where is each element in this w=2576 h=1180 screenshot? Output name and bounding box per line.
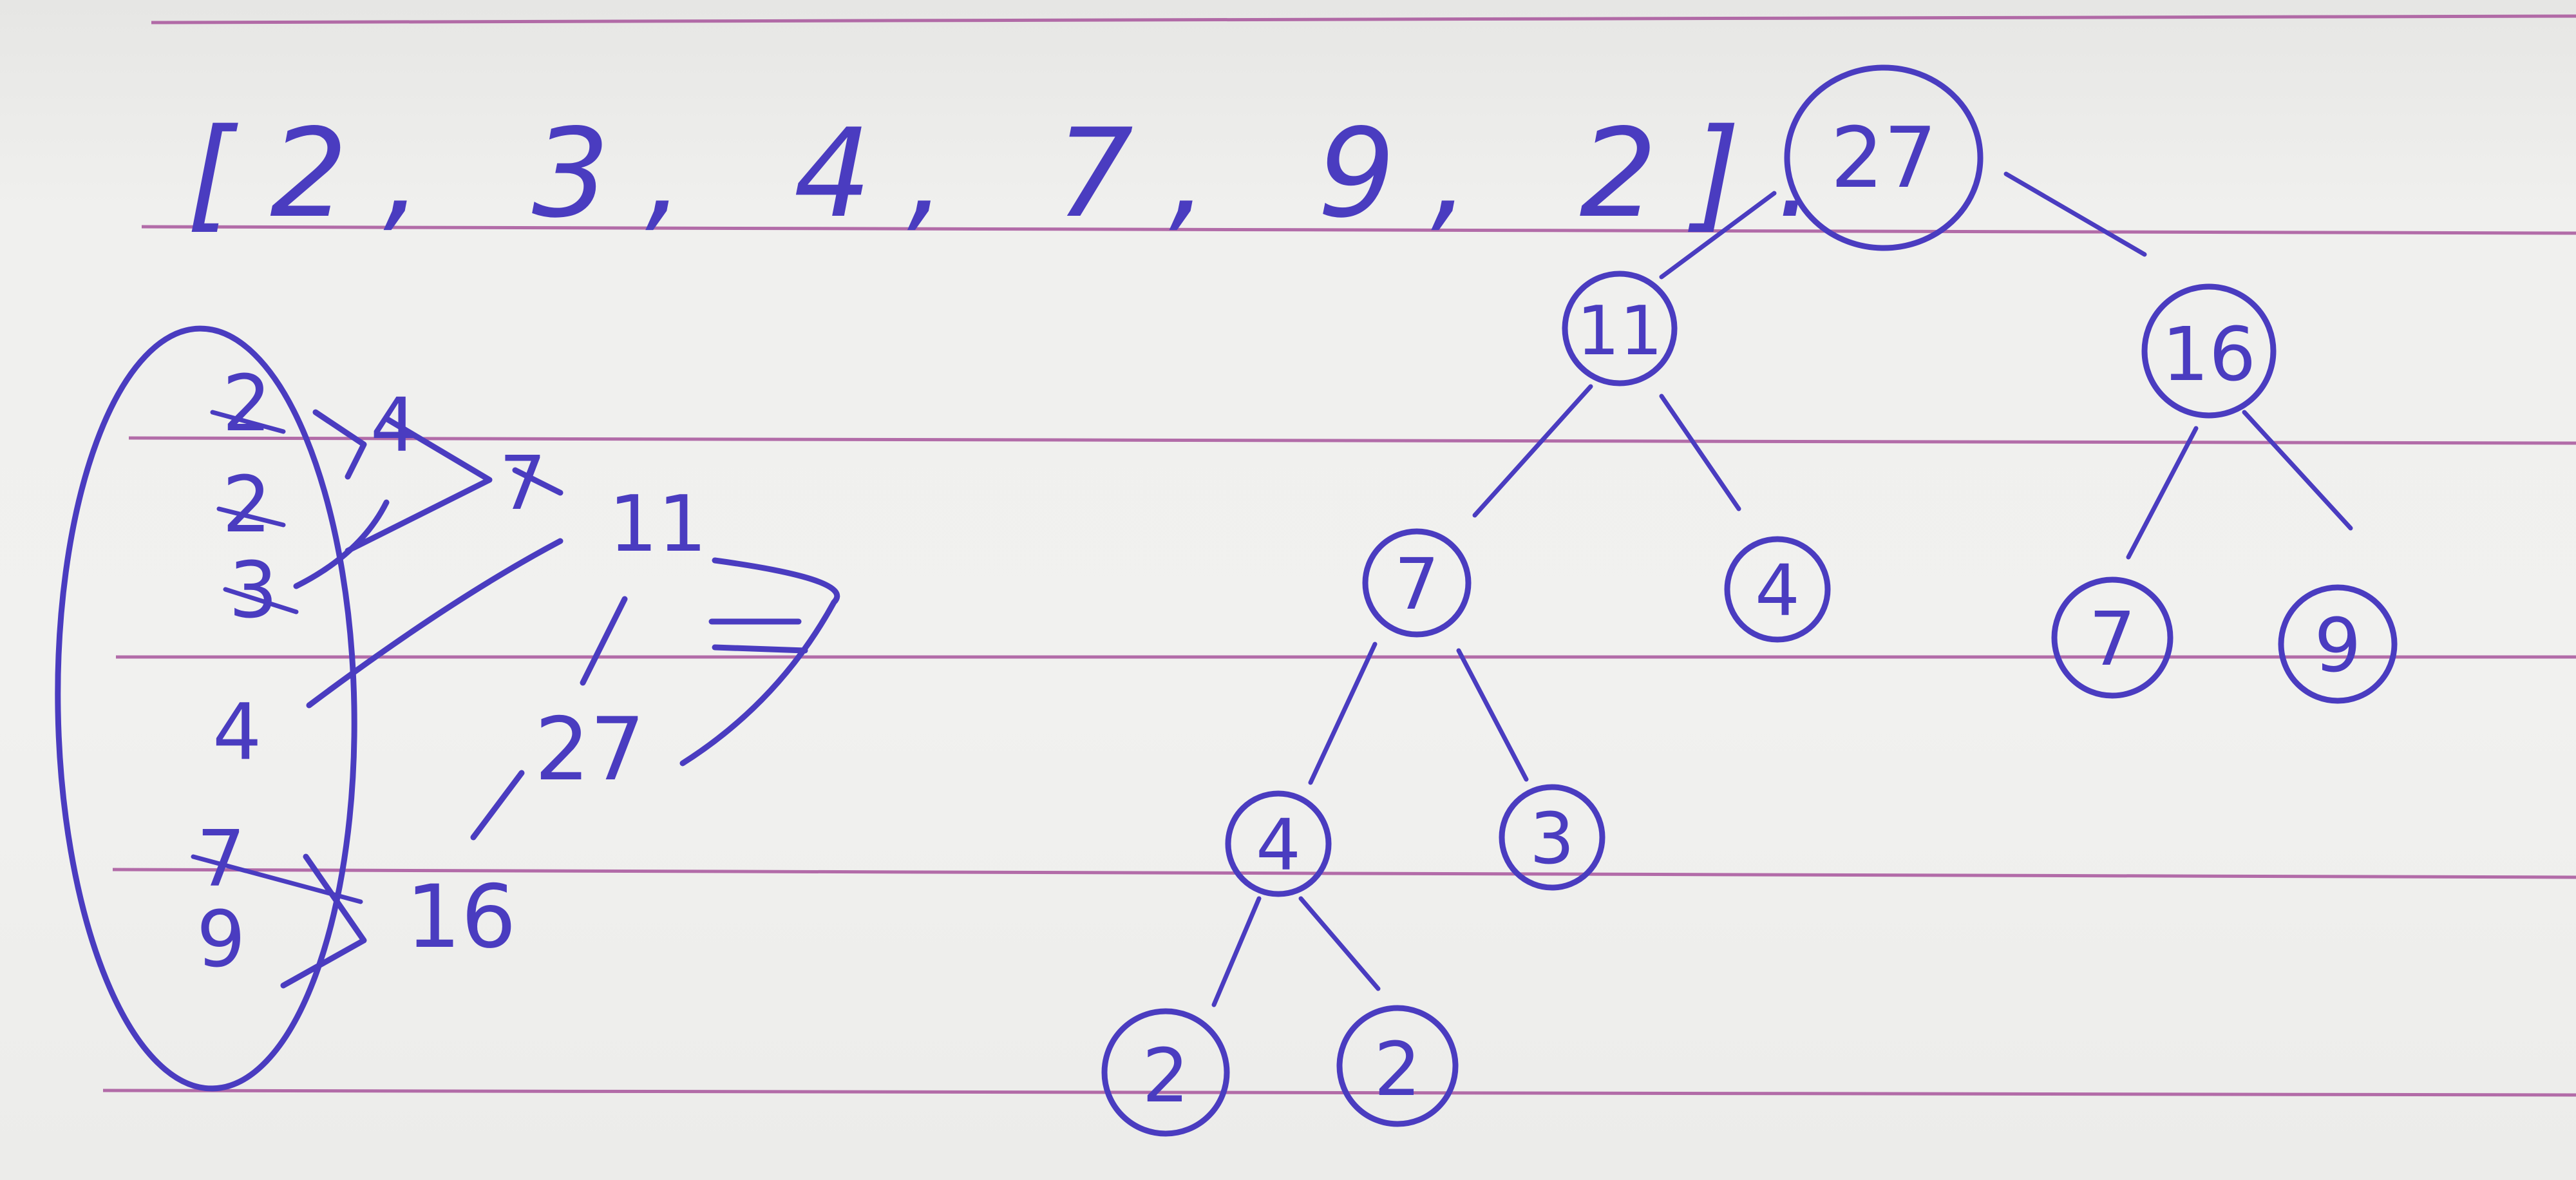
tree-node-root — [1784, 64, 1984, 251]
ruled-line — [151, 14, 2576, 24]
merge-line — [470, 770, 525, 841]
tree-node-llr-label: 3 — [1530, 797, 1575, 880]
tree-node-llll-label: 2 — [1142, 1033, 1189, 1119]
partial-sum: 7 — [499, 441, 546, 527]
tree-node-llll — [1101, 1008, 1230, 1137]
implies-arrow — [712, 644, 808, 654]
tree-node-llr — [1499, 784, 1605, 891]
tree-node-lll-label: 4 — [1256, 804, 1301, 886]
tree-node-left-right — [1724, 536, 1831, 643]
tree-node-left-right-label: 4 — [1755, 549, 1800, 632]
tree-node-right-label: 16 — [2162, 312, 2256, 398]
partial-sum: 4 — [370, 383, 417, 469]
initial-value: 2 — [222, 359, 271, 449]
tree-node-right — [2141, 283, 2277, 419]
implies-arrow — [679, 557, 840, 766]
merge-line — [345, 415, 493, 554]
ruled-line — [102, 1089, 2576, 1097]
values-ellipse — [55, 325, 357, 1092]
tree-node-left-label: 11 — [1577, 292, 1663, 370]
tree-node-right-right — [2278, 584, 2398, 704]
tree-node-right-left-label: 7 — [2088, 596, 2136, 683]
tree-edges — [1211, 171, 2353, 1007]
tree-node-lllr-label: 2 — [1374, 1027, 1421, 1113]
tree-node-lll — [1225, 790, 1332, 897]
tree-node-left-left — [1362, 528, 1472, 638]
ruled-line — [141, 225, 2576, 235]
tree-node-right-left — [2051, 576, 2174, 699]
tree-node-right-right-label: 9 — [2314, 603, 2361, 689]
merge-line — [512, 467, 564, 496]
tree-node-left-left-label: 7 — [1394, 543, 1439, 625]
tree-node-left — [1562, 271, 1678, 386]
ruled-line — [128, 436, 2576, 445]
strike-mark — [223, 587, 299, 614]
merge-line — [280, 853, 367, 989]
array-text: [2, 3, 4, 7, 9, 2]. — [187, 102, 1850, 245]
tree-node-root-label: 27 — [1830, 109, 1937, 207]
partial-sum: 16 — [406, 866, 516, 967]
tree-node-lllr — [1336, 1005, 1459, 1127]
initial-value: 2 — [222, 461, 271, 550]
initial-value: 4 — [213, 688, 261, 777]
strike-mark — [216, 506, 286, 528]
strike-mark — [210, 410, 286, 434]
initial-value: 9 — [196, 895, 245, 985]
merge-line — [306, 538, 564, 709]
merge-line — [312, 409, 367, 480]
ruled-line — [112, 868, 2576, 879]
partial-sum: 11 — [609, 480, 707, 569]
partial-sum: 27 — [535, 699, 645, 800]
merge-line — [580, 596, 628, 686]
